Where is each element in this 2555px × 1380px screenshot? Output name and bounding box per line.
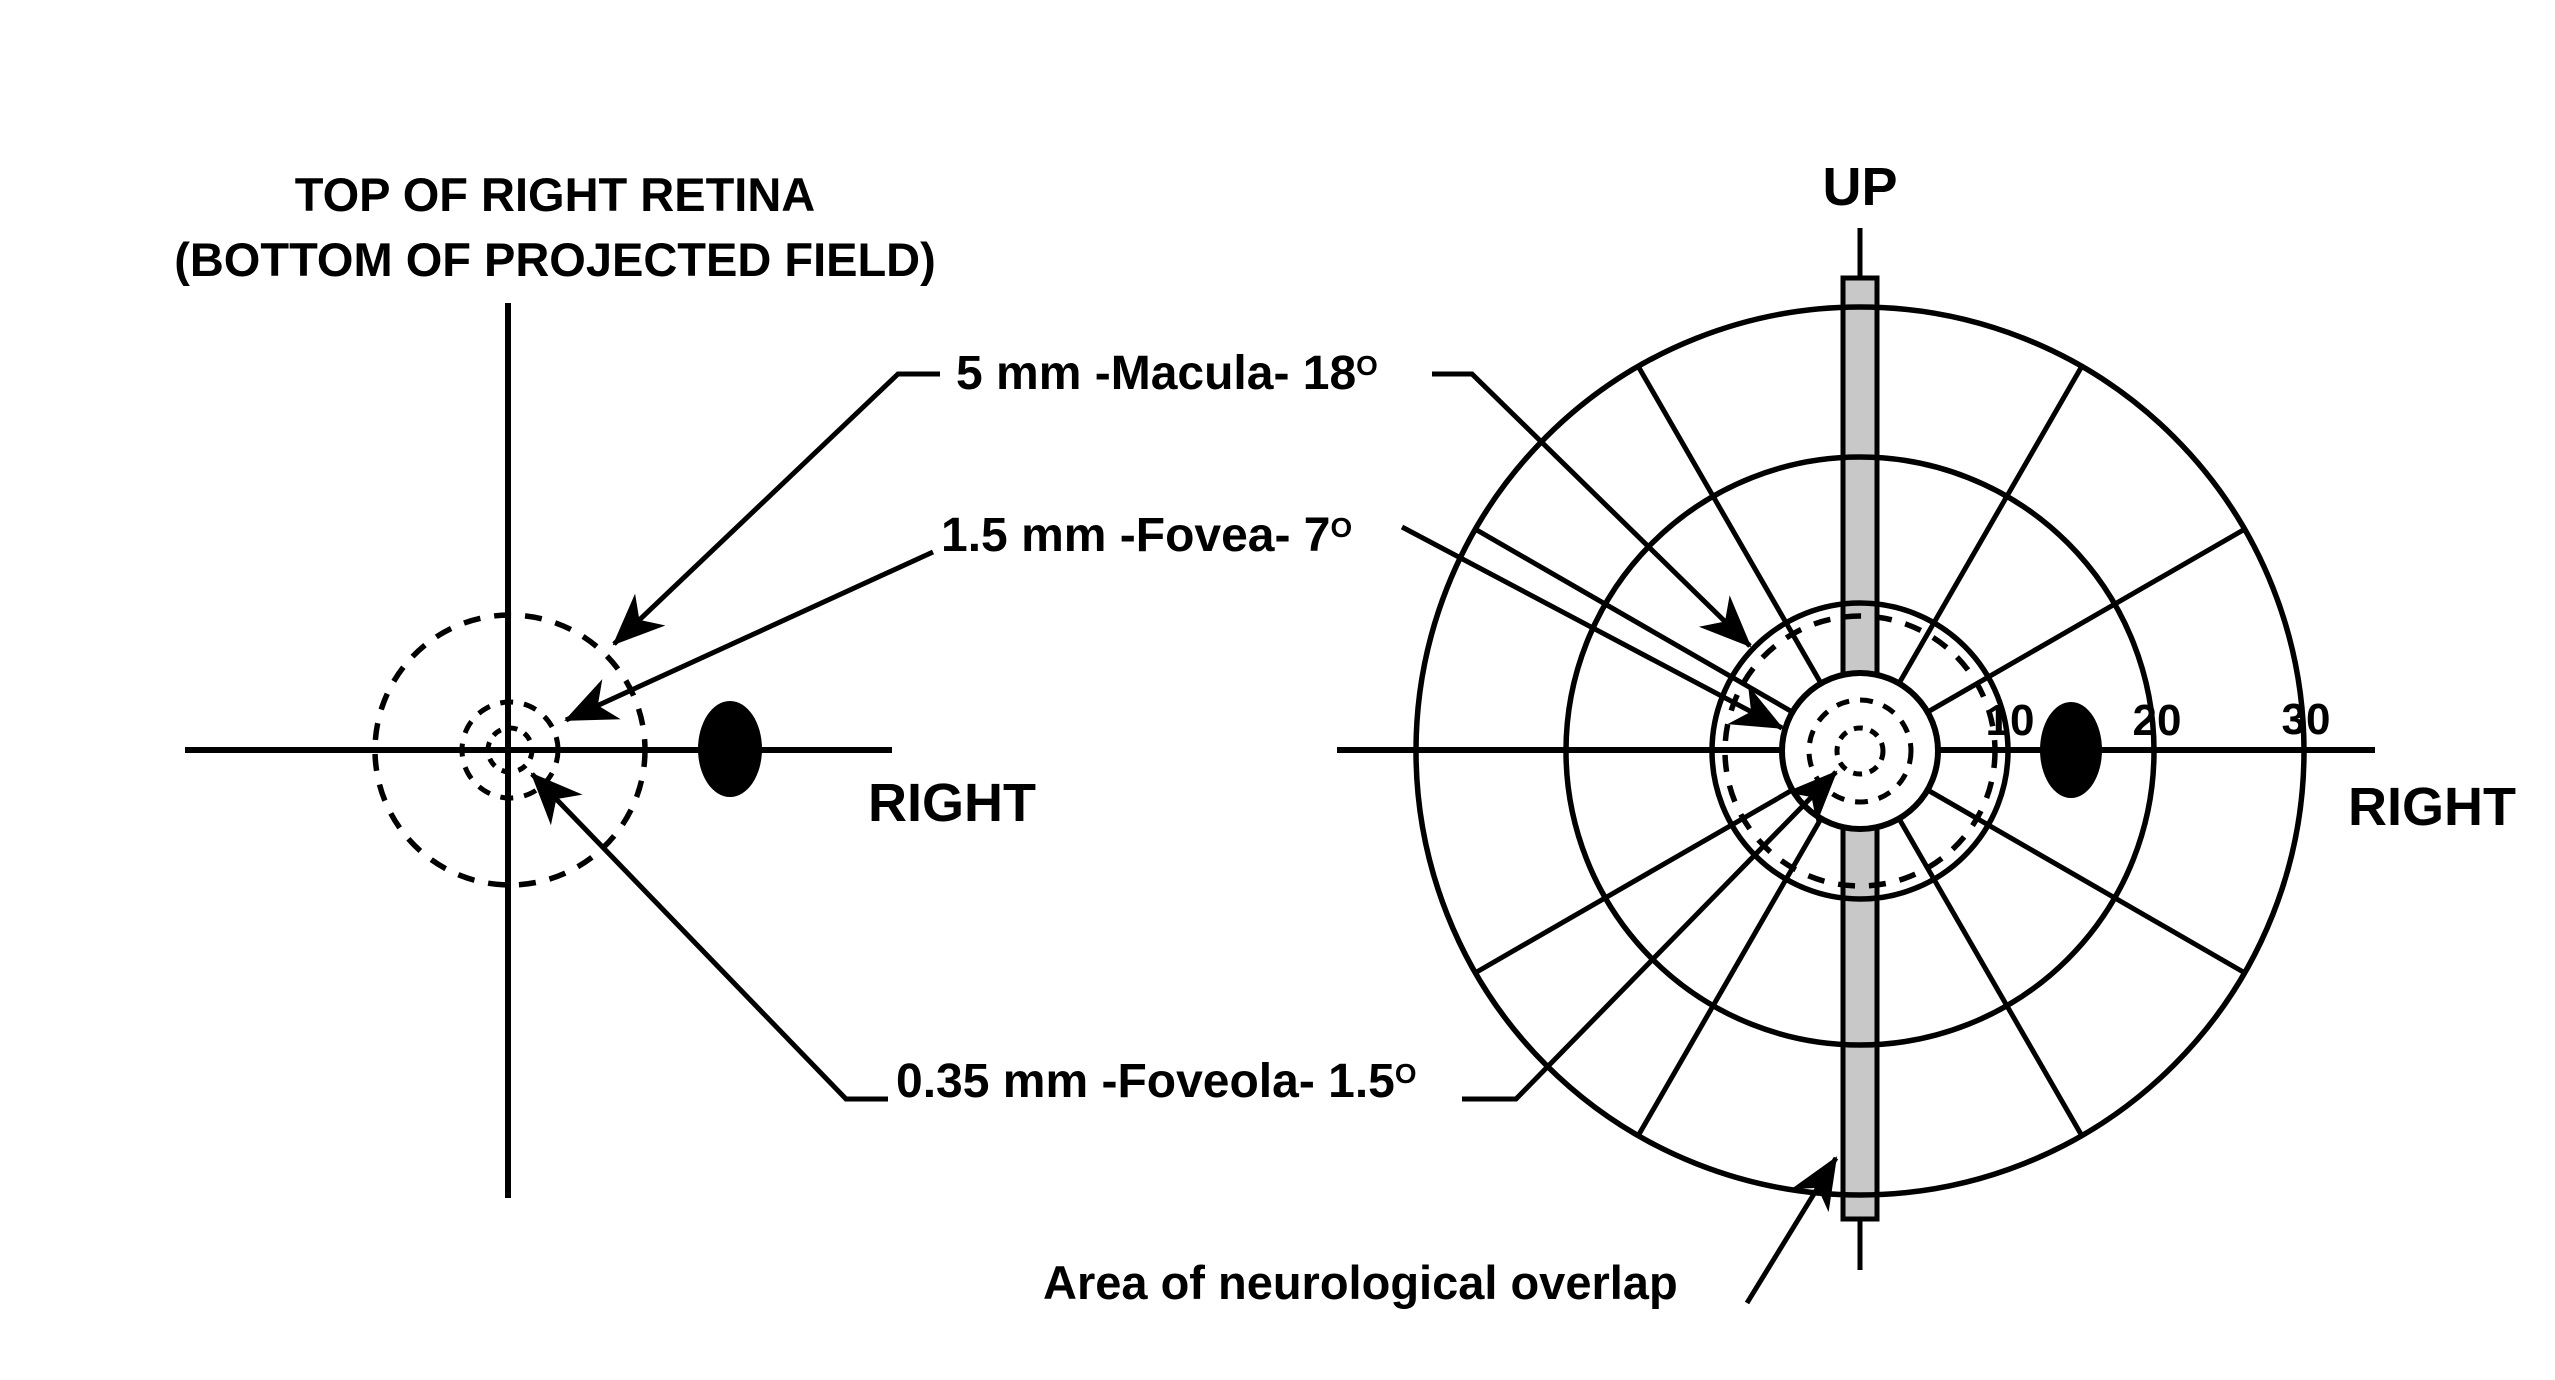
fovea-degree-sup: O <box>1330 512 1353 544</box>
annotation-arrows <box>530 371 1839 1305</box>
macula-arrow-right <box>1432 371 1752 648</box>
retina-diagram <box>185 303 892 1198</box>
fovea-arrow-left <box>564 549 935 723</box>
foveola-arrow-right <box>1462 770 1838 1102</box>
foveola-arrow-left <box>530 772 888 1102</box>
foveola-degree-sup: O <box>1394 1058 1417 1090</box>
ring-30deg <box>1413 304 2307 1198</box>
macula-degree-sup: O <box>1356 350 1378 382</box>
foveola-label: 0.35 mm -Foveola- 1.5O <box>896 1055 1417 1108</box>
field-chart <box>1337 228 2375 1270</box>
retina-title: TOP OF RIGHT RETINA (BOTTOM OF PROJECTED… <box>150 162 960 292</box>
field-foveola-dashed-ring <box>1834 725 1886 777</box>
field-fovea-dashed-ring <box>1806 697 1914 805</box>
field-right-label: RIGHT <box>2348 777 2516 837</box>
retina-right-label: RIGHT <box>868 773 1036 833</box>
fovea-arrow-right <box>1400 524 1784 731</box>
overlap-arrow <box>1744 1156 1839 1305</box>
macula-label: 5 mm -Macula- 18O <box>956 347 1378 400</box>
fovea-label: 1.5 mm -Fovea- 7O <box>941 509 1353 562</box>
overlap-label: Area of neurological overlap <box>1043 1256 1678 1309</box>
macula-arrow-left <box>612 371 940 646</box>
field-macula-dashed-ring <box>1722 613 1998 889</box>
retina-title-line2: (BOTTOM OF PROJECTED FIELD) <box>174 233 936 286</box>
field-blind-spot <box>2040 702 2102 798</box>
tick-20: 20 <box>2132 696 2182 745</box>
retina-title-line1: TOP OF RIGHT RETINA <box>294 168 816 221</box>
retina-macula-dashed-circle <box>372 612 648 888</box>
retina-foveola-dashed-circle <box>485 725 535 775</box>
ring-10deg <box>1709 600 2011 902</box>
tick-30: 30 <box>2281 695 2331 744</box>
retina-fovea-dashed-circle <box>459 699 561 801</box>
up-label: UP <box>1822 157 1898 217</box>
ring-20deg <box>1563 454 2157 1048</box>
tick-10: 10 <box>1985 696 2035 745</box>
retina-optic-disc <box>698 701 762 797</box>
